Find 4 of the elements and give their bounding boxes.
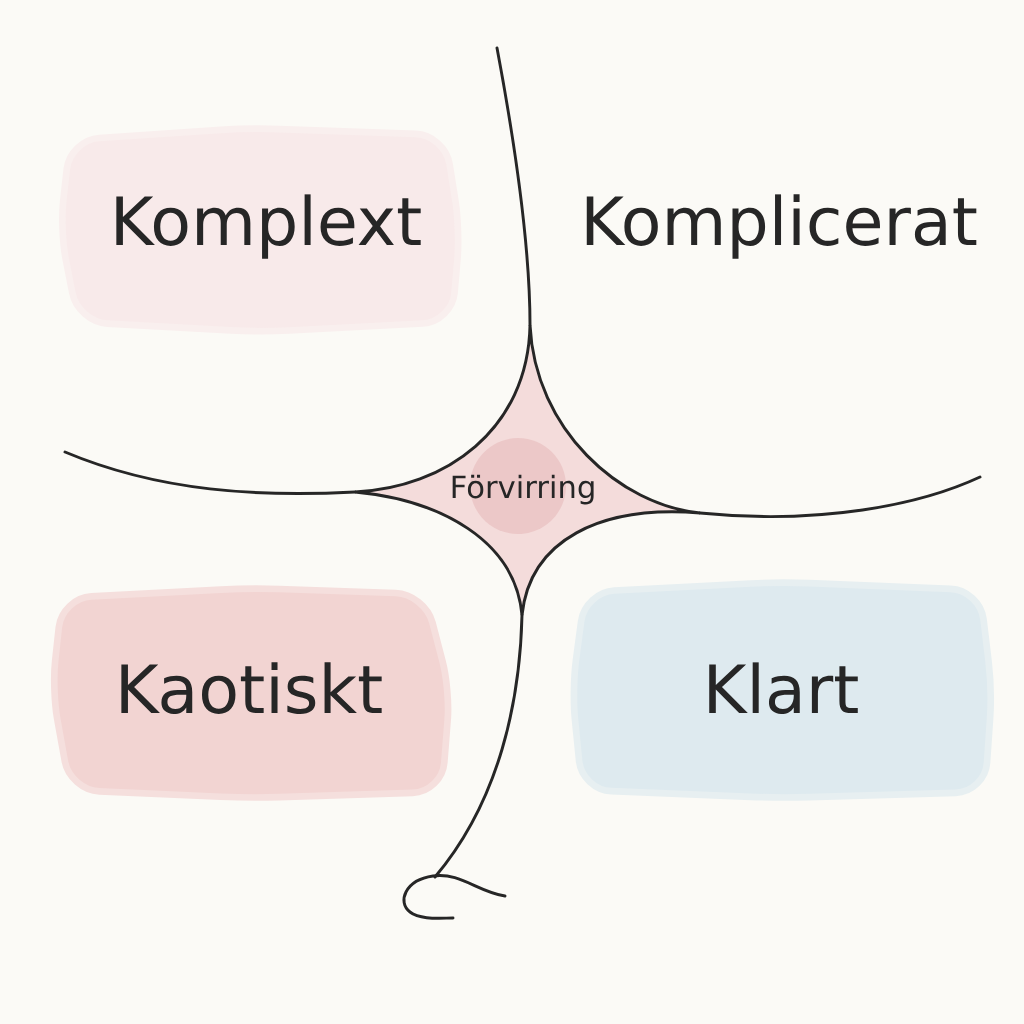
domain-label: Komplext [59,125,462,335]
domain-label: Komplicerat [586,194,977,259]
domain-label: Kaotiskt [50,585,452,801]
domain-label: Klart [570,579,994,801]
